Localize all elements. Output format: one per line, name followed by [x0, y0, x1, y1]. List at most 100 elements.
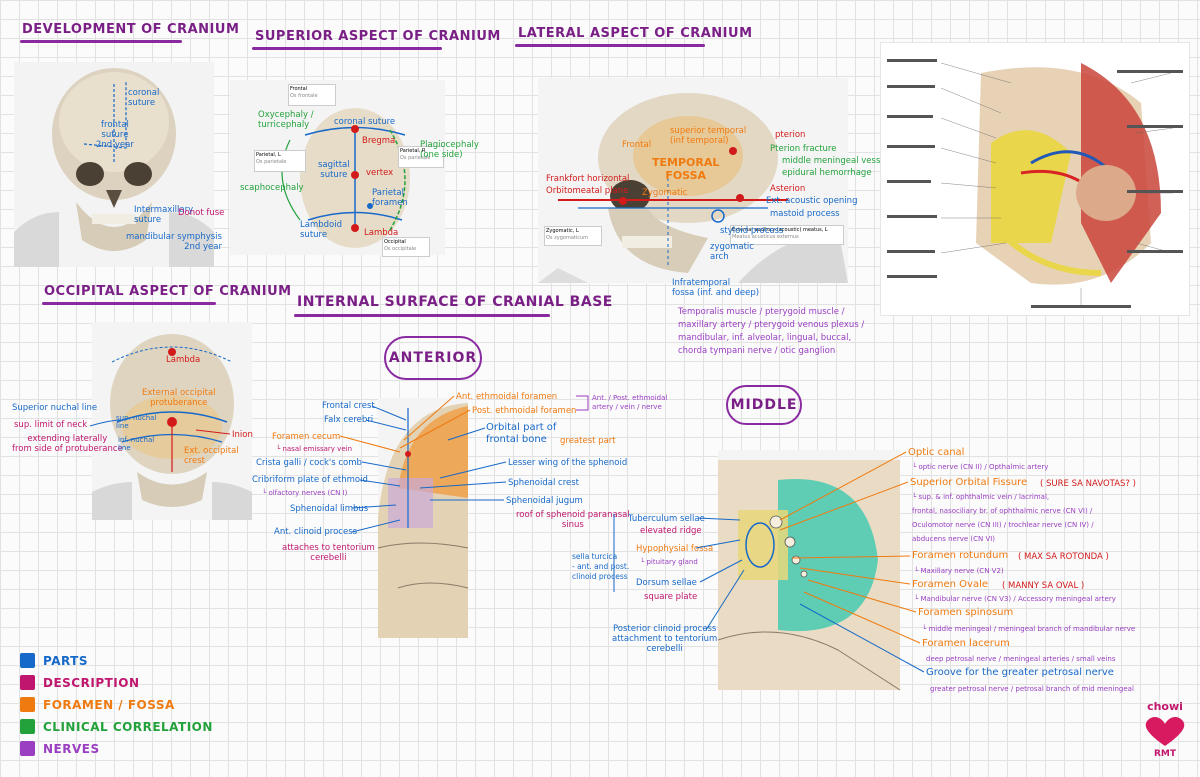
label-orbital-part: Orbital part of frontal bone [486, 422, 557, 445]
tag-occipital: Occipital Os occipitale [382, 237, 430, 257]
label-manny-sa-oval: ( MANNY SA OVAL ) [1002, 581, 1085, 591]
skull-front-illustration [14, 68, 214, 267]
tag-subtext: Os parietale [256, 159, 287, 165]
title-underline [294, 314, 550, 317]
infratemporal-dissection-illustration [887, 59, 1183, 308]
logo-text-top: chowi [1147, 700, 1183, 713]
middle-fossa-panel [717, 450, 901, 691]
title-superior: SUPERIOR ASPECT OF CRANIUM [255, 29, 501, 44]
tag-subtext: Os zygomaticum [546, 235, 589, 241]
label-sup-nuchal-line-small: sup. nuchal line [116, 414, 157, 430]
label-crista-galli: Crista galli / cock's comb [256, 458, 362, 468]
label-lesser-wing: Lesser wing of the sphenoid [508, 458, 628, 468]
label-sagittal-suture: sagittal suture [318, 160, 350, 180]
legend-swatch [20, 741, 35, 756]
label-sof-contents-4: abducens nerve (CN VI) [912, 535, 996, 543]
legend-swatch [20, 697, 35, 712]
tag-text: Frontal [290, 86, 308, 92]
pill-anterior: ANTERIOR [384, 336, 482, 380]
label-ant-ethmoidal-foramen: Ant. ethmoidal foramen [456, 392, 558, 402]
label-ant-clinoid-process: Ant. clinoid process [274, 527, 358, 537]
label-sphenoidal-limbus: Sphenoidal limbus [290, 504, 369, 514]
label-foramen-spinosum: Foramen spinosum [918, 607, 1014, 618]
legend-swatch [20, 719, 35, 734]
superior-skull-panel: Frontal Os frontale Parietal, L Os parie… [230, 80, 445, 257]
legend-item-clinical: CLINICAL CORRELATION [20, 719, 213, 734]
tag-frontal: Frontal Os frontale [288, 84, 336, 106]
heart-icon [1145, 717, 1185, 746]
label-lambda: Lambda [166, 355, 201, 365]
label-frontal-suture: frontal suture 2nd year [96, 120, 134, 150]
skull-top-illustration [281, 108, 410, 248]
pill-middle: MIDDLE [726, 385, 802, 425]
label-epidural-hemorrhage: epidural hemorrhage [782, 168, 872, 178]
label-sella-turcica: sella turcica - ant. and post. clinoid p… [572, 552, 630, 581]
label-mandibular-nerve: └ Mandibular nerve (CN V3) / Accessory m… [914, 595, 1116, 603]
label-roof-sphenoid: roof of sphenoid paranasal sinus [516, 510, 630, 530]
skull-back-illustration [92, 334, 252, 520]
label-infratemporal-contents: Temporalis muscle / pterygoid muscle / m… [678, 307, 865, 356]
label-cribriform-plate: Cribriform plate of ethmoid [252, 475, 368, 485]
title-underline [515, 44, 705, 47]
tag-text: External auditory (acoustic) meatus, L [732, 227, 828, 233]
tag-text: Parietal, R [400, 148, 426, 154]
label-sof-contents-2: frontal, nasociliary br. of ophthalmic n… [912, 507, 1093, 515]
title-underline [42, 302, 216, 305]
middle-cranial-fossa-illustration [717, 460, 901, 691]
label-optic-canal: Optic canal [908, 447, 965, 458]
legend-swatch [20, 653, 35, 668]
tag-subtext: Os occipitale [384, 246, 417, 252]
tag-external-auditory: External auditory (acoustic) meatus, L M… [730, 225, 844, 245]
label-pterion-fracture: Pterion fracture [770, 144, 837, 154]
label-max-sa-rotonda: ( MAX SA ROTONDA ) [1018, 552, 1109, 562]
skull-side-illustration [538, 93, 848, 283]
label-extending-laterally: extending laterally from side of protube… [12, 434, 123, 454]
label-ext-acoustic: Ext. acoustic opening [766, 196, 858, 206]
label-ext-occipital-crest: Ext. occipital crest [184, 446, 239, 466]
legend-swatch [20, 675, 35, 690]
label-foramen-lacerum: Foramen lacerum [922, 638, 1010, 649]
label-donot-fuse: Donot fuse [178, 208, 225, 218]
label-mandibular-symphysis: mandibular symphysis 2nd year [126, 232, 222, 252]
label-inf-nuchal-line: inf. nuchal line [118, 436, 155, 452]
label-optic-nerve: └ optic nerve (CN II) / Opthalmic artery [912, 463, 1049, 471]
label-temporal-fossa: TEMPORAL FOSSA [652, 156, 720, 182]
tag-text: Zygomatic, L [546, 228, 579, 234]
legend-label: FORAMEN / FOSSA [43, 697, 175, 712]
label-sphenoidal-crest: Sphenoidal crest [508, 478, 579, 488]
tag-text: Occipital [384, 239, 406, 245]
logo-text-bottom: RMT [1153, 749, 1177, 759]
label-pituitary-gland: └ pituitary gland [640, 558, 698, 566]
legend-item-nerves: NERVES [20, 741, 100, 756]
label-hypophysial-fossa: Hypophysial fossa [636, 544, 714, 554]
legend-item-foramen: FORAMEN / FOSSA [20, 697, 175, 712]
label-oxycephaly: Oxycephaly / turricephaly [258, 110, 314, 130]
legend-label: NERVES [43, 741, 100, 756]
title-internal: INTERNAL SURFACE OF CRANIAL BASE [297, 294, 613, 310]
label-styloid: styloid process [720, 226, 784, 236]
label-coronal-suture: coronal suture [334, 117, 396, 127]
tag-parietal-r: Parietal, R Os parietale [398, 146, 444, 168]
label-sof-contents-3: Oculomotor nerve (CN III) / trochlear ne… [912, 521, 1094, 529]
label-superior-nuchal-line: Superior nuchal line [12, 403, 98, 413]
label-zygomatic-arch: zygomatic arch [710, 242, 754, 262]
label-superior-temporal: superior temporal (inf temporal) [670, 126, 747, 146]
lateral-skull-panel: Zygomatic, L Os zygomaticum External aud… [538, 78, 848, 283]
title-lateral: LATERAL ASPECT OF CRANIUM [518, 26, 753, 41]
label-greater-petrosal-nerve: greater petrosal nerve / petrosal branch… [930, 685, 1134, 693]
label-inion: Inion [232, 430, 253, 440]
label-square-plate: square plate [644, 592, 698, 602]
label-dorsum-sellae: Dorsum sellae [636, 578, 697, 588]
label-orbitomeatal: Orbitomeatal plane [546, 186, 629, 196]
legend-label: PARTS [43, 653, 89, 668]
label-foramen-cecum: Foramen cecum [272, 432, 341, 442]
label-sure-sa-navotas: ( SURE SA NAVOTAS? ) [1040, 479, 1136, 489]
chowi-logo: chowi RMT [1138, 700, 1192, 764]
label-zygomatic: Zygomatic [642, 188, 688, 198]
label-plagiocephaly: Plagiocephaly (one side) [420, 140, 479, 160]
tag-text: Parietal, L [256, 152, 281, 158]
label-vertex: vertex [366, 168, 394, 178]
label-pterion: pterion [775, 130, 806, 140]
development-skull-panel [14, 62, 214, 267]
label-frontal: Frontal [622, 140, 652, 150]
